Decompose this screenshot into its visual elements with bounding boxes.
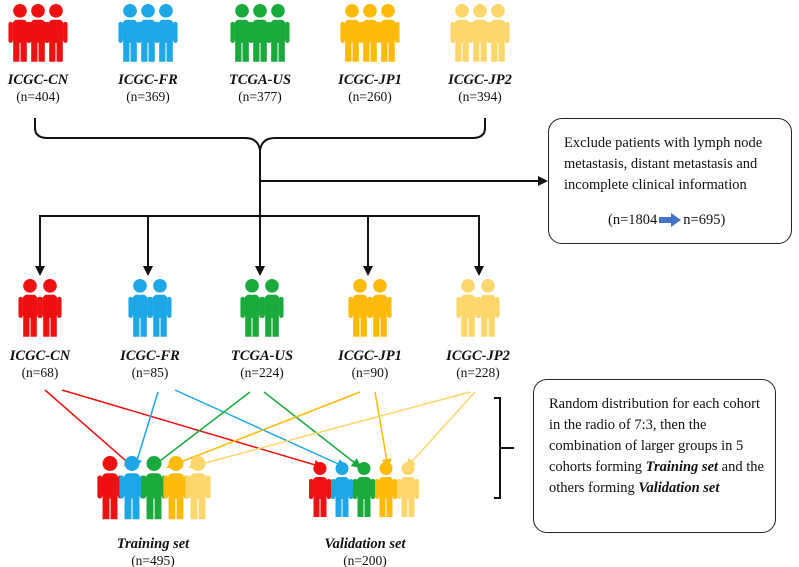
two-people-icon: [240, 279, 284, 337]
person-figure: [368, 279, 392, 337]
cohort-count: (n=394): [458, 89, 502, 104]
cohort-name: ICGC-JP1: [337, 72, 402, 88]
cohort-count: (n=90): [352, 365, 389, 380]
cn-to-training-arrow: [44, 389, 135, 469]
cohort-name: Validation set: [325, 536, 407, 552]
person-figure: [309, 462, 331, 517]
cohort-name: ICGC-CN: [7, 72, 69, 88]
training-set-label: Training set(n=495): [117, 536, 190, 567]
cohort-count: (n=377): [238, 89, 282, 104]
person-figure: [376, 4, 400, 62]
cohort-count: (n=200): [343, 553, 387, 567]
cohort-name: ICGC-FR: [117, 72, 178, 88]
us-to-validation-arrow: [263, 391, 362, 469]
cohort-name: ICGC-JP1: [337, 348, 402, 364]
distribution-training-label: Training set: [645, 459, 719, 476]
cohort-count: (n=495): [131, 553, 175, 567]
person-figure: [456, 279, 480, 337]
jp2-to-training-arrow: [188, 391, 471, 470]
cohort-name: TCGA-US: [231, 348, 293, 364]
three-people-icon: [118, 4, 178, 62]
person-figure: [185, 456, 211, 520]
cohort-name: Training set: [117, 536, 190, 552]
exclusion-count-line: (n=1804 n=695): [564, 210, 781, 231]
mid-cohort-fr: ICGC-FR(n=85): [119, 348, 180, 380]
person-figure: [348, 279, 372, 337]
merge-brace: [34, 118, 486, 151]
person-figure: [486, 4, 510, 62]
three-people-icon: [450, 4, 510, 62]
two-people-icon: [348, 279, 392, 337]
cohort-count: (n=68): [22, 365, 59, 380]
fr-to-validation-arrow: [174, 389, 347, 469]
validation-set-label: Validation set(n=200): [325, 536, 407, 567]
right-arrow-icon: [659, 213, 682, 228]
mid-cohort-cn: ICGC-CN(n=68): [9, 348, 71, 380]
two-people-icon: [128, 279, 172, 337]
training-set-people-icon: [97, 456, 211, 520]
mid-cohort-us: TCGA-US(n=224): [231, 348, 293, 380]
mid-cohort-jp2: ICGC-JP2(n=228): [445, 348, 510, 380]
top-cohort-fr: ICGC-FR(n=369): [117, 72, 178, 104]
count-before: (n=1804: [608, 212, 658, 229]
person-figure: [163, 456, 189, 520]
cohort-count: (n=404): [16, 89, 60, 104]
person-figure: [18, 279, 42, 337]
cohort-name: ICGC-JP2: [445, 348, 510, 364]
exclusion-text: Exclude patients with lymph node metasta…: [564, 135, 763, 194]
cn-to-validation-arrow: [61, 389, 324, 470]
person-figure: [128, 279, 152, 337]
two-people-icon: [456, 279, 500, 337]
cohort-count: (n=228): [456, 365, 500, 380]
person-figure: [38, 279, 62, 337]
people-icons-layer: [8, 4, 510, 520]
person-figure: [260, 279, 284, 337]
distribution-text-before: Random distribution for each cohort in t…: [549, 396, 761, 476]
top-cohort-us: TCGA-US(n=377): [229, 72, 291, 104]
person-figure: [331, 462, 353, 517]
cohort-name: ICGC-FR: [119, 348, 180, 364]
cohort-count: (n=85): [132, 365, 169, 380]
cohort-name: ICGC-CN: [9, 348, 71, 364]
cohort-count: (n=224): [240, 365, 284, 380]
cohort-name: TCGA-US: [229, 72, 291, 88]
two-people-icon: [18, 279, 62, 337]
mid-cohort-jp1: ICGC-JP1(n=90): [337, 348, 402, 380]
jp1-to-training-arrow: [166, 391, 361, 469]
person-figure: [119, 456, 145, 520]
top-cohort-cn: ICGC-CN(n=404): [7, 72, 69, 104]
us-to-training-arrow: [150, 391, 251, 469]
person-figure: [397, 462, 419, 517]
cohort-labels-layer: ICGC-CN(n=404)ICGC-FR(n=369)TCGA-US(n=37…: [7, 72, 512, 567]
jp1-to-validation-arrow: [374, 391, 392, 469]
count-after: n=695): [683, 212, 726, 229]
person-figure: [375, 462, 397, 517]
person-figure: [240, 279, 264, 337]
cohort-count: (n=369): [126, 89, 170, 104]
validation-set-people-icon: [309, 462, 419, 517]
cohort-name: ICGC-JP2: [447, 72, 512, 88]
person-figure: [353, 462, 375, 517]
cohort-count: (n=260): [348, 89, 392, 104]
jp2-to-validation-arrow: [405, 391, 476, 469]
person-figure: [148, 279, 172, 337]
fr-to-training-arrow: [132, 391, 159, 469]
person-figure: [154, 4, 178, 62]
person-figure: [44, 4, 68, 62]
person-figure: [141, 456, 167, 520]
three-people-icon: [230, 4, 290, 62]
exclusion-criteria-box: Exclude patients with lymph node metasta…: [548, 118, 792, 244]
distribution-validation-label: Validation set: [638, 480, 720, 497]
top-cohort-jp2: ICGC-JP2(n=394): [447, 72, 512, 104]
person-figure: [476, 279, 500, 337]
right-bracket: [494, 397, 514, 499]
three-people-icon: [8, 4, 68, 62]
person-figure: [266, 4, 290, 62]
distribution-note-box: Random distribution for each cohort in t…: [533, 379, 776, 533]
top-cohort-jp1: ICGC-JP1(n=260): [337, 72, 402, 104]
distribution-text-middle: and the others forming: [549, 459, 764, 497]
person-figure: [97, 456, 123, 520]
three-people-icon: [340, 4, 400, 62]
